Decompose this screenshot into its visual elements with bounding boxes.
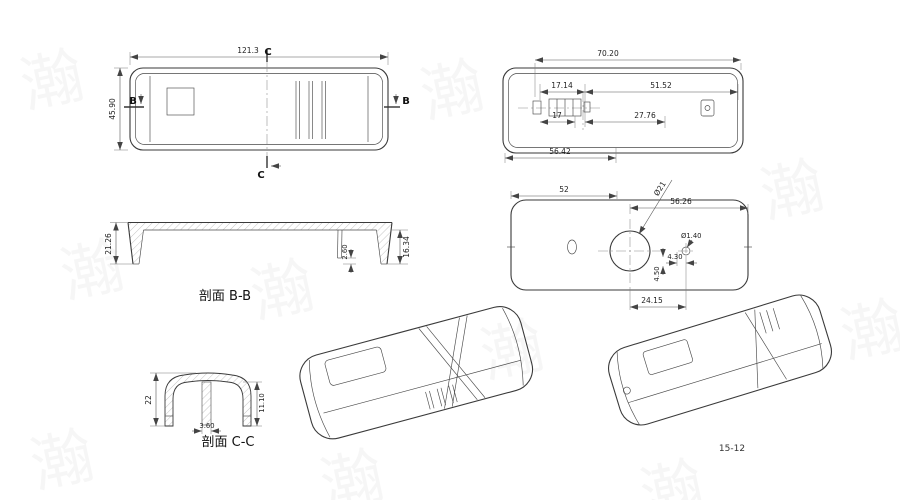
section-cc-label: 剖面 C-C [202,435,255,450]
internal-rib [337,229,343,259]
dim-section-inner-height: 16.34 [402,236,411,258]
dim-inside-left: 17.14 [551,81,573,90]
dim-inner-depth: 11.10 [258,393,266,412]
side-slots [425,384,458,410]
large-hole [609,230,651,272]
dim-inside-mid: 27.76 [634,111,656,120]
inside-view: 70.20 17.14 51.52 17 27.76 56.42 [502,49,744,163]
button-recess [166,87,195,116]
dim-rib-thickness: 2.60 [341,244,349,259]
dim-inside-overall: 70.20 [597,49,619,58]
led-window [567,239,577,255]
section-marker-c-bottom: C [257,170,264,181]
isometric-view-2 [608,294,832,426]
section-marker-c-top: C [264,47,271,58]
section-bb-label: 剖面 B-B [199,289,251,304]
grip-band [418,315,486,409]
connector-features [532,98,591,117]
side-slots [759,308,780,334]
dim-section-total-height: 21.26 [104,233,113,255]
isometric-view-1 [299,306,534,440]
vent-slots [295,81,326,139]
dim-inside-bottom: 56.42 [549,147,571,156]
section-marker-b-right: B [402,96,410,107]
center-post [201,381,212,426]
dim-offset-v: 4.50 [653,266,661,281]
section-cc-view: 22 3.60 11.10 剖面 C-C [144,372,266,450]
dim-bottom-right: 56.26 [670,197,692,206]
label-recess [642,339,693,375]
dim-bottom-left: 52 [559,185,569,194]
section-marker-b-left: B [129,96,137,107]
enclosure-inner-wall [135,73,383,145]
dim-overall-width: 121.3 [237,46,259,55]
inside-outline [502,67,744,154]
end-hole [623,386,631,395]
sheet-number: 15-12 [719,444,745,454]
enclosure-outline [129,67,389,151]
dim-cap-height: 22 [144,395,153,405]
dim-small-hole: Ø1.40 [681,232,701,240]
screw-boss [700,99,715,117]
section-bb-view: 21.26 16.34 2.60 剖面 B-B [104,221,411,304]
bottom-outline [510,199,749,291]
dim-connector-width: 17 [552,111,562,120]
dim-inside-right: 51.52 [650,81,672,90]
dim-large-hole: Ø21 [652,180,668,198]
dim-overall-height: 45.90 [108,98,117,120]
dim-post-width: 3.60 [199,422,214,430]
dim-offset-h: 4.30 [667,253,682,261]
cap-cross-section [164,372,252,427]
dim-bottom-span: 24.15 [641,296,663,305]
top-recess [324,346,387,386]
grip-band [744,309,787,389]
bottom-view: Ø21 Ø1.40 52 56.26 4.30 4.50 [507,180,752,310]
top-view: 121.3 45.90 C C B B [108,46,410,181]
